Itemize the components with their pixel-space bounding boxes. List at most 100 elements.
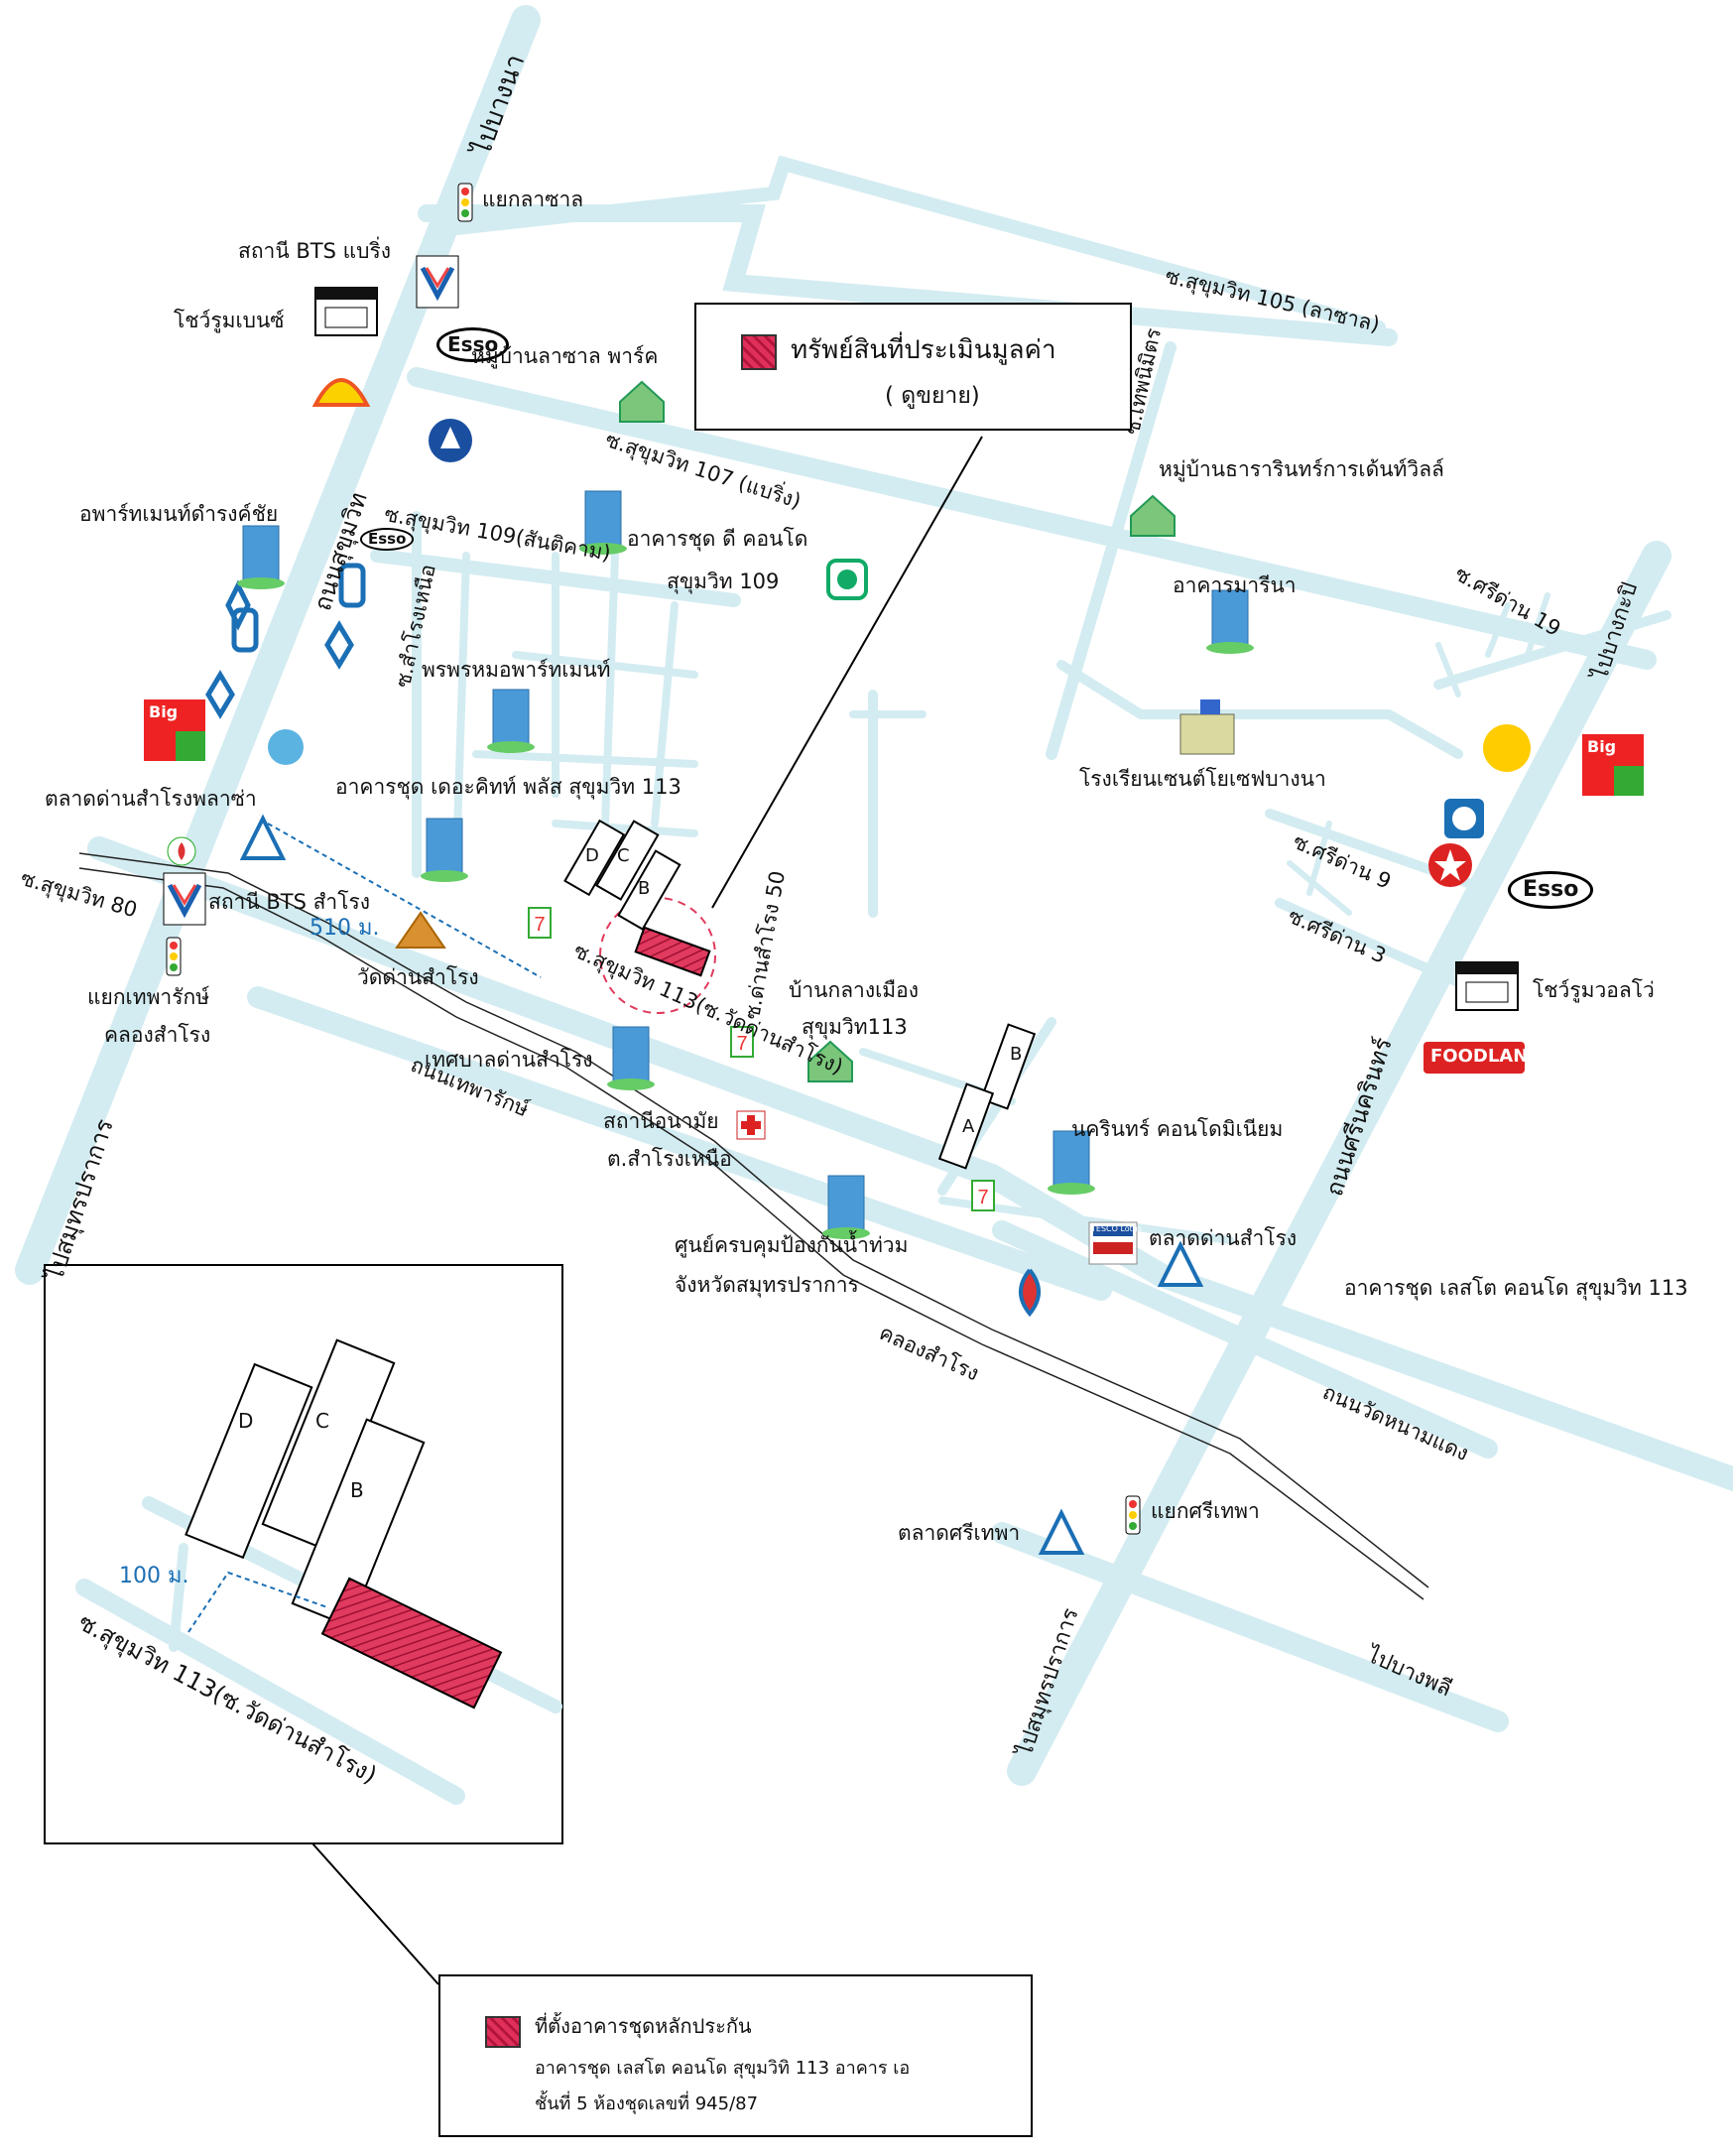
- krungthai-icon: [225, 579, 251, 631]
- krungsri-icon: [1483, 724, 1531, 772]
- building-label-d: D: [585, 845, 599, 866]
- road-soi-107: [407, 367, 1657, 670]
- distance-arrow: [267, 823, 542, 978]
- road-srinakarin: [1007, 541, 1671, 1786]
- big-c-icon: [144, 699, 205, 761]
- temple-icon: [395, 911, 446, 949]
- scb-icon: [231, 607, 259, 653]
- inset-frame: [44, 1264, 563, 1844]
- place-volvo-showroom: โชว์รูมวอลโว่: [1533, 978, 1655, 1002]
- place-khlong-samrong: คลองสำโรง: [104, 1023, 211, 1047]
- market-icon: [239, 814, 287, 860]
- place-bts-bearing: สถานี BTS แบริ่ง: [238, 239, 391, 263]
- condo-icon: [579, 490, 627, 555]
- legend-main: ทรัพย์สินที่ประเมินมูลค่า ( ดูขยาย): [694, 303, 1132, 431]
- legend-bottom: ที่ตั้งอาคารชุดหลักประกัน อาคารชุด เลสโต…: [438, 1974, 1033, 2137]
- place-municipality: เทศบาลด่านสำโรง: [425, 1048, 593, 1072]
- esso-logo-3: Esso: [1508, 871, 1594, 909]
- shell-icon: [311, 378, 371, 407]
- siam-market-icon: [826, 559, 868, 600]
- road-soi-lasalle: [449, 155, 1386, 334]
- bts-icon: [163, 872, 206, 926]
- road-bangphli: [991, 1522, 1509, 1732]
- place-the-kith: อาคารชุด เดอะคิทท์ พลัส สุขุมวิท 113: [335, 775, 681, 799]
- building-label-c: C: [617, 845, 630, 866]
- traffic-light-icon: [166, 937, 182, 976]
- building-label-b: B: [638, 878, 651, 899]
- building-d: [563, 819, 626, 897]
- inset-building-d: [185, 1362, 313, 1560]
- tree-icon: [167, 836, 196, 866]
- leader-line-bottom: [311, 1842, 439, 1985]
- seven-eleven-icon: 7: [528, 907, 552, 939]
- inset-label-b: B: [350, 1478, 364, 1502]
- market-icon: [1157, 1240, 1204, 1287]
- market-icon: [1038, 1508, 1085, 1555]
- big-c-label-1: Big: [149, 702, 179, 721]
- place-lesto-condo: อาคารชุด เลสโต คอนโด สุขุมวิท 113: [1344, 1276, 1688, 1300]
- khlong-samrong-line: [78, 852, 1429, 1600]
- scb-blue-icon: [1444, 799, 1484, 838]
- tesco-lotus-icon: [1088, 1221, 1138, 1265]
- inset-buildings: [185, 1338, 503, 1710]
- svg-text:7: 7: [534, 914, 545, 936]
- place-lasalle-park: หมู่บ้านลาซาล พาร์ค: [471, 344, 659, 368]
- legend-bottom-title: ที่ตั้งอาคารชุดหลักประกัน: [535, 2014, 752, 2038]
- foodland-icon: [1424, 1042, 1525, 1074]
- place-thararin: หมู่บ้านธารารินทร์การเด้นท์วิลล์: [1159, 457, 1444, 481]
- main-buildings: [563, 819, 1037, 1170]
- distance-510: 510 ม.: [309, 916, 380, 941]
- place-wat-dansamrong: วัดด่านสำโรง: [357, 965, 479, 989]
- place-porprom: พรพรหมอพาร์ทเมนท์: [422, 658, 611, 682]
- road-theparak: [247, 986, 1112, 1301]
- lesto-building-b: [979, 1023, 1037, 1110]
- seven-eleven-icon: 7: [730, 1026, 754, 1058]
- scb-icon: [338, 563, 366, 608]
- place-srithepha-junction: แยกศรีเทพา: [1151, 1499, 1260, 1523]
- showroom-icon: [314, 287, 378, 336]
- place-d-condo: อาคารชุด ดี คอนโด: [627, 527, 808, 551]
- building-b: [617, 849, 681, 931]
- esso-logo-2: Esso: [360, 528, 415, 551]
- condo-icon: [822, 1175, 870, 1239]
- lesto-label-a: A: [962, 1116, 975, 1137]
- school-icon: [1179, 699, 1235, 755]
- building-c: [595, 820, 660, 901]
- foodland-label: FOODLAND: [1430, 1046, 1544, 1067]
- legend-main-subtitle: ( ดูขยาย): [885, 383, 980, 409]
- ptt-fuel-icon: [1019, 1268, 1041, 1318]
- legend-bottom-line2: ชั้นที่ 5 ห้องชุดเลขที่ 945/87: [535, 2093, 759, 2114]
- place-flood-center-2: จังหวัดสมุทรปราการ: [675, 1273, 859, 1297]
- inset-building-b: [291, 1418, 426, 1628]
- place-d-condo-2: สุขุมวิท 109: [667, 570, 780, 593]
- big-c-icon: [1582, 734, 1644, 796]
- place-health-station-2: ต.สำโรงเหนือ: [607, 1147, 732, 1171]
- ptt-icon: [324, 620, 354, 670]
- inset-label-c: C: [315, 1409, 329, 1433]
- house-icon: [1130, 494, 1176, 537]
- svg-text:7: 7: [736, 1033, 747, 1055]
- place-lasalle-junction: แยกลาซาล: [482, 188, 584, 211]
- caltex-icon: [1428, 843, 1472, 887]
- condo-icon: [607, 1026, 655, 1090]
- inset-building-a-target: [320, 1577, 503, 1710]
- place-st-joseph: โรงเรียนเซนต์โยเซฟบางนา: [1079, 767, 1326, 791]
- legend-swatch: [741, 334, 777, 370]
- place-srithepha-market: ตลาดศรีเทพา: [898, 1521, 1021, 1545]
- hospital-icon: [736, 1110, 766, 1140]
- place-dansamrong-market: ตลาดด่านสำโรง: [1149, 1226, 1298, 1250]
- road-network: [15, 5, 1733, 1786]
- condo-icon: [1048, 1130, 1095, 1195]
- house-icon: [807, 1040, 853, 1082]
- road-sukhumvit: [15, 5, 541, 1285]
- kasikorn-icon: [429, 419, 472, 462]
- building-a-target: [634, 926, 711, 977]
- road-wat-nam-daeng: [992, 1220, 1498, 1458]
- lesto-building-a: [937, 1082, 995, 1170]
- traffic-light-icon: [457, 183, 473, 222]
- bts-icon: [416, 255, 459, 309]
- inset-distance-arrow: [187, 1571, 328, 1633]
- legend-main-title: ทรัพย์สินที่ประเมินมูลค่า: [791, 335, 1056, 365]
- inset-label-d: D: [238, 1409, 254, 1433]
